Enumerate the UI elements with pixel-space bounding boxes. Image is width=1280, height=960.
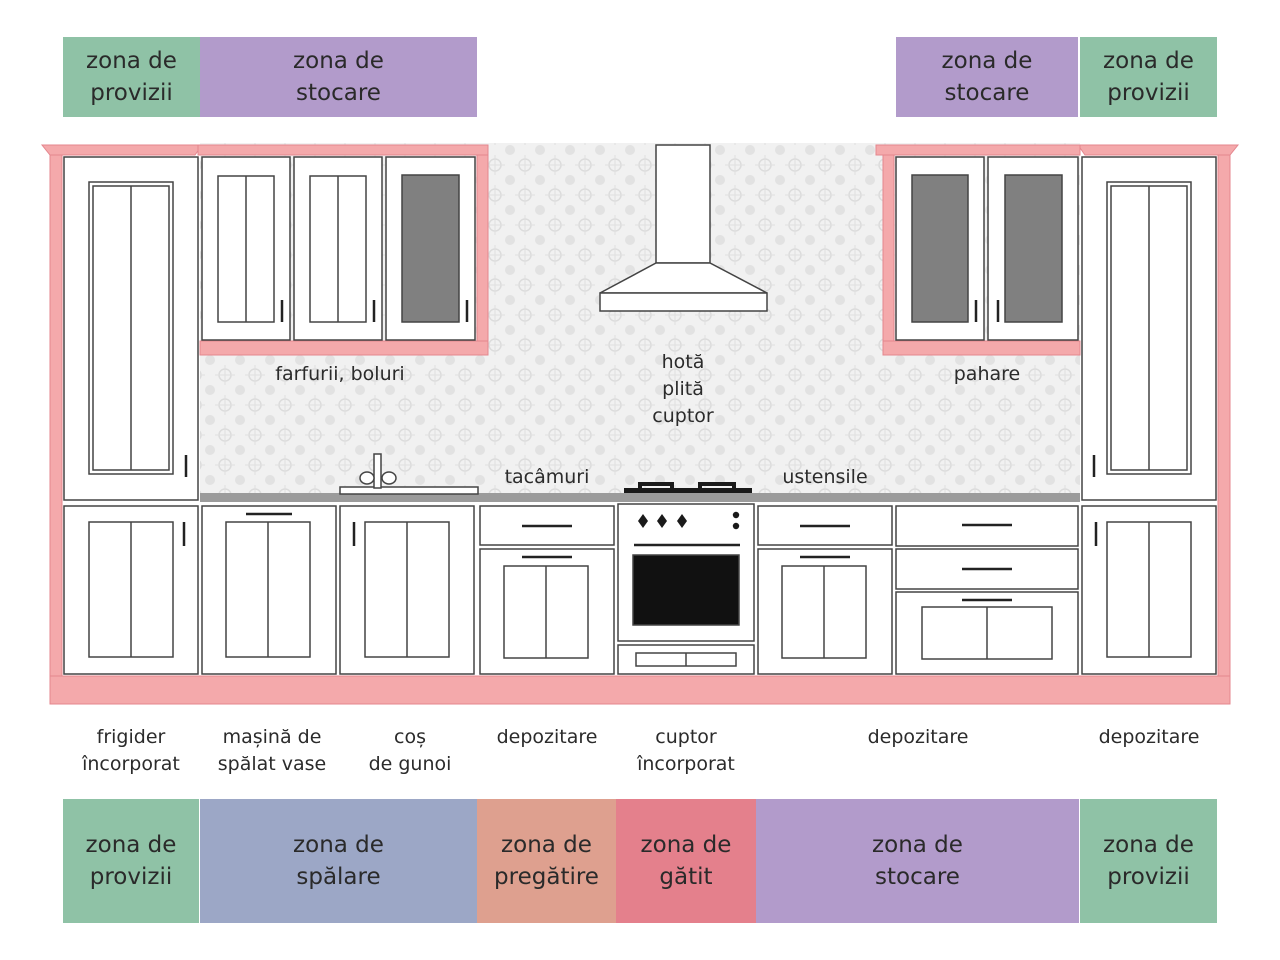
bottom-zone-pregatire-text: zona de pregătire	[494, 832, 599, 890]
bottom-zone-gatit-text: zona de gătit	[640, 832, 732, 890]
bottom-zone-spalare: zona de spălare	[200, 799, 477, 923]
range-hood	[599, 144, 768, 312]
sink	[339, 453, 479, 495]
top-zone-stocare-left: zona de stocare	[200, 37, 477, 117]
bottom-zone-provizii-left-text: zona de provizii	[85, 832, 177, 890]
base-dishwasher	[201, 505, 337, 675]
label-utensils: ustensile	[782, 466, 868, 488]
pink-frames	[40, 144, 1240, 705]
countertop	[200, 493, 1080, 502]
bottom-zone-pregatire: zona de pregătire	[477, 799, 616, 923]
bottom-zone-stocare: zona de stocare	[756, 799, 1079, 923]
base-storage-cabinet	[757, 548, 893, 675]
bottom-zone-stocare-text: zona de stocare	[872, 832, 963, 890]
label-hood-cooktop-oven: hotă plită cuptor	[652, 351, 714, 427]
label-built-in-fridge: frigider încorporat	[82, 726, 180, 775]
label-dishwasher: mașină de spălat vase	[217, 726, 327, 775]
label-storage-right: depozitare	[1098, 726, 1200, 748]
base-prep-cabinet	[479, 548, 615, 675]
bottom-zone-spalare-text: zona de spălare	[293, 832, 384, 890]
bottom-zone-provizii-right-text: zona de provizii	[1103, 832, 1194, 890]
top-zone-provizii-left: zona de provizii	[63, 37, 200, 117]
oven-knobs	[638, 511, 740, 530]
bottom-zone-gatit: zona de gătit	[616, 799, 756, 923]
bottom-zone-provizii-right: zona de provizii	[1080, 799, 1217, 923]
label-storage-prep: depozitare	[496, 726, 598, 748]
bottom-zone-provizii-left: zona de provizii	[63, 799, 199, 923]
label-cutlery: tacâmuri	[504, 466, 590, 488]
label-glasses: pahare	[953, 363, 1021, 385]
top-zone-provizii-left-text: zona de provizii	[86, 48, 177, 106]
label-storage-middle: depozitare	[867, 726, 969, 748]
cooktop-burners	[624, 482, 752, 493]
top-zone-stocare-right: zona de stocare	[896, 37, 1078, 117]
label-plates-bowls: farfurii, boluri	[275, 363, 405, 385]
top-zone-stocare-right-text: zona de stocare	[941, 48, 1033, 106]
top-zone-stocare-left-text: zona de stocare	[293, 48, 384, 106]
top-zone-provizii-right: zona de provizii	[1080, 37, 1217, 117]
label-built-in-oven: cuptor încorporat	[637, 726, 735, 775]
top-zone-provizii-right-text: zona de provizii	[1103, 48, 1194, 106]
label-trash-bin: coș de gunoi	[368, 726, 452, 775]
